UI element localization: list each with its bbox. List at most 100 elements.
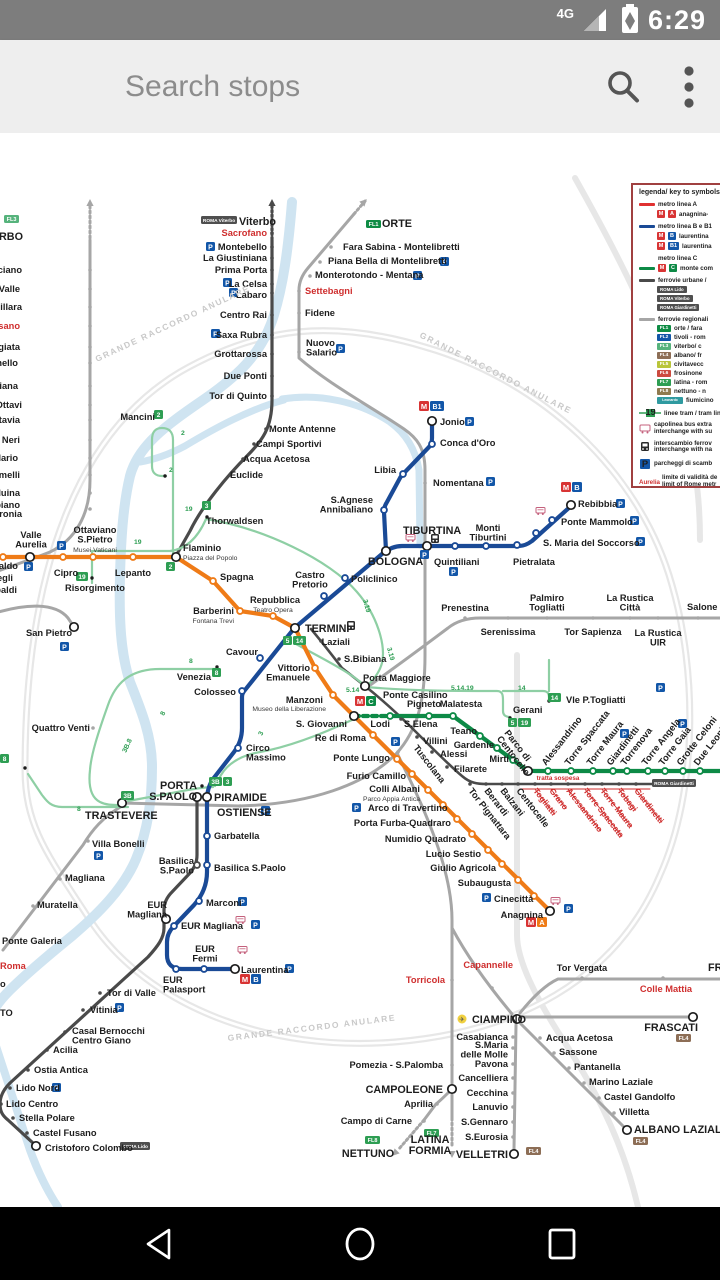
station-marker[interactable] — [234, 744, 242, 752]
station-label[interactable]: OSTIENSE — [217, 807, 272, 819]
station-label[interactable]: Lodi — [370, 719, 390, 729]
station-label[interactable]: Capannelle — [463, 960, 513, 970]
interchange-marker[interactable] — [359, 680, 371, 692]
station-marker[interactable] — [59, 553, 67, 561]
station-label[interactable]: Labaro — [236, 290, 267, 300]
station-label[interactable]: Due Ponti — [224, 371, 267, 381]
station-marker[interactable] — [129, 553, 137, 561]
station-label[interactable]: Jonio — [440, 417, 465, 427]
station-label[interactable]: etronia — [0, 509, 23, 519]
station-label[interactable]: Prenestina — [441, 603, 489, 613]
station-label[interactable]: lgiata — [0, 342, 21, 352]
station-label[interactable]: S.Elena — [404, 719, 438, 729]
station-label[interactable]: Muratella — [37, 900, 79, 910]
stop-marker[interactable] — [163, 474, 167, 478]
station-label[interactable]: Gerani — [513, 705, 542, 715]
station-label[interactable]: Cipro — [54, 568, 79, 578]
station-label[interactable]: Villetta — [619, 1107, 650, 1117]
station-label[interactable]: Manzoni — [286, 695, 323, 705]
interchange-marker[interactable] — [160, 913, 172, 925]
station-label[interactable]: Pietralata — [513, 557, 556, 567]
station-marker[interactable] — [468, 830, 476, 838]
station-label[interactable]: niana — [0, 381, 19, 391]
station-label[interactable]: Ottavi — [0, 400, 22, 410]
station-marker[interactable] — [453, 815, 461, 823]
station-label[interactable]: S.Gennaro — [461, 1117, 508, 1127]
station-label[interactable]: San Pietro — [26, 628, 72, 638]
station-label[interactable]: Teano — [450, 726, 477, 736]
station-label[interactable]: Giulio Agricola — [430, 863, 497, 873]
station-label[interactable]: Fidene — [305, 308, 335, 318]
station-marker[interactable] — [609, 767, 617, 775]
station-label[interactable]: S. Giovanni — [296, 719, 347, 729]
station-marker[interactable] — [679, 767, 687, 775]
station-label[interactable]: CIAMPINO — [472, 1014, 526, 1026]
station-label[interactable]: Pigneto — [407, 699, 441, 709]
station-label[interactable]: BOLOGNA — [368, 556, 423, 568]
station-label[interactable]: FR — [708, 962, 720, 974]
station-label[interactable]: Porta Maggiore — [363, 673, 431, 683]
station-label[interactable]: emelli — [0, 470, 20, 480]
station-label[interactable]: La Celsa — [229, 279, 268, 289]
station-label[interactable]: Pomezia - S.Palomba — [349, 1060, 443, 1070]
station-label[interactable]: o Neri — [0, 435, 20, 445]
station-label[interactable]: S. Maria del Soccorso — [543, 538, 640, 548]
station-label[interactable]: Malatesta — [440, 699, 483, 709]
interchange-marker[interactable] — [544, 905, 556, 917]
station-marker[interactable] — [172, 965, 180, 973]
station-label[interactable]: Roma — [0, 961, 27, 971]
station-label[interactable]: Libia — [374, 465, 397, 475]
station-label[interactable]: Due Leoni/Fontana Candida — [692, 664, 720, 768]
station-marker[interactable] — [530, 892, 538, 900]
station-label[interactable]: Prima Porta — [215, 265, 268, 275]
station-label[interactable]: Cancelliera — [458, 1073, 508, 1083]
station-label[interactable]: Vitinia — [90, 1005, 119, 1015]
station-marker[interactable] — [238, 687, 246, 695]
interchange-marker[interactable] — [522, 765, 534, 777]
interchange-marker[interactable] — [508, 1148, 520, 1160]
station-label[interactable]: FRASCATI — [644, 1022, 698, 1034]
station-label[interactable]: ITERBO — [0, 231, 23, 243]
station-label[interactable]: Montebello — [218, 242, 267, 252]
station-marker[interactable] — [451, 542, 459, 550]
station-marker[interactable] — [439, 801, 447, 809]
station-marker[interactable] — [0, 553, 7, 561]
interchange-marker[interactable] — [348, 710, 360, 722]
station-label[interactable]: Lucio Sestio — [426, 849, 482, 859]
station-label[interactable]: Grottarossa — [214, 349, 268, 359]
station-label[interactable]: Cristoforo Colombo — [45, 1143, 133, 1153]
station-marker[interactable] — [544, 767, 552, 775]
station-label[interactable]: TERMINI — [305, 623, 349, 635]
station-label[interactable]: Cavour — [226, 647, 258, 657]
station-label[interactable]: Fara Sabina - Montelibretti — [343, 242, 460, 252]
station-marker[interactable] — [311, 664, 319, 672]
station-label[interactable]: Policlinico — [351, 574, 398, 584]
station-marker[interactable] — [399, 470, 407, 478]
station-label[interactable]: Viterbo — [239, 216, 276, 228]
station-label[interactable]: Pantanella — [574, 1062, 621, 1072]
station-label[interactable]: cciano — [0, 265, 22, 275]
interchange-marker[interactable] — [565, 499, 577, 511]
station-label[interactable]: ALBANO LAZIALE — [634, 1124, 720, 1136]
station-label[interactable]: ORTE — [382, 218, 412, 230]
station-label[interactable]: Aprilia — [404, 1099, 434, 1109]
station-label[interactable]: Colle Mattia — [640, 984, 693, 994]
station-marker[interactable] — [482, 542, 490, 550]
station-label[interactable]: Lido Centro — [6, 1099, 58, 1109]
station-label[interactable]: Anagnina — [501, 910, 544, 920]
overflow-menu-icon[interactable] — [658, 52, 720, 122]
interchange-marker[interactable] — [201, 791, 213, 803]
stop-marker[interactable] — [23, 766, 27, 770]
station-label[interactable]: Garbatella — [214, 831, 260, 841]
station-label[interactable]: TO — [0, 1008, 13, 1018]
station-label[interactable]: baldi — [0, 585, 17, 595]
station-label[interactable]: Salone — [687, 602, 717, 612]
station-label[interactable]: Ponte Casilino — [383, 690, 448, 700]
station-label[interactable]: Valle — [0, 284, 20, 294]
station-label[interactable]: Acilia — [53, 1045, 79, 1055]
station-label[interactable]: Numidio Quadrato — [385, 834, 466, 844]
station-label[interactable]: aldo — [0, 561, 18, 571]
